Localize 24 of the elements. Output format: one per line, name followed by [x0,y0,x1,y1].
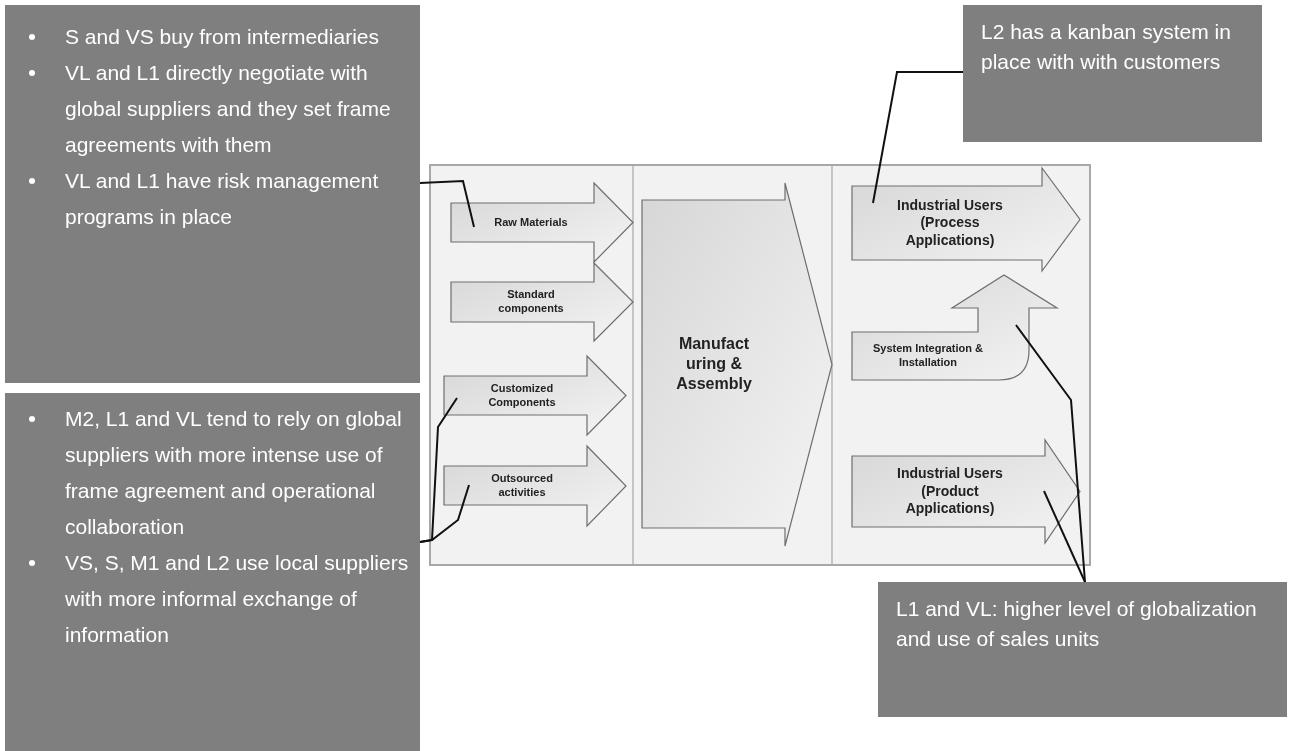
bullet-text: VL and L1 directly negotiate with global suppliers and they set frame agreements with them [65,60,392,158]
arrow-label: Outsourced activities [490,471,554,500]
leader-line [419,484,470,543]
arrow-label: Raw Materials [494,215,568,230]
bullet-text: S and VS buy from intermediaries [65,24,380,50]
arrow-label: Standard components [497,288,565,316]
callout-box [878,582,1287,717]
leader-line [1043,490,1086,583]
bullet-text: M2, L1 and VL tend to rely on global suppliers with more intense use of frame agreement and operational collaboration [65,406,403,540]
leader-line [872,71,964,204]
bullet-text: VS, S, M1 and L2 use local suppliers with more informal exchange of information [65,550,410,648]
callout-text: L2 has a kanban system in place with with customers [981,19,1232,75]
arrow-label: Industrial Users (Product Applications) [896,465,1004,518]
leader-line [1015,324,1086,583]
arrow-label: System Integration & Installation [872,342,984,370]
callout-box [5,5,420,383]
arrow-label: Industrial Users (Process Applications) [896,196,1004,250]
callout-text: L1 and VL: higher level of globalization and use of sales units [896,596,1258,652]
arrow-label: Manufact uring & Assembly [675,334,753,394]
bullet-text: VL and L1 have risk management programs in place [65,168,380,230]
arrow-label: Customized Components [487,381,557,410]
callout-box [963,5,1262,142]
callout-box [5,393,420,751]
leader-line [419,179,475,228]
